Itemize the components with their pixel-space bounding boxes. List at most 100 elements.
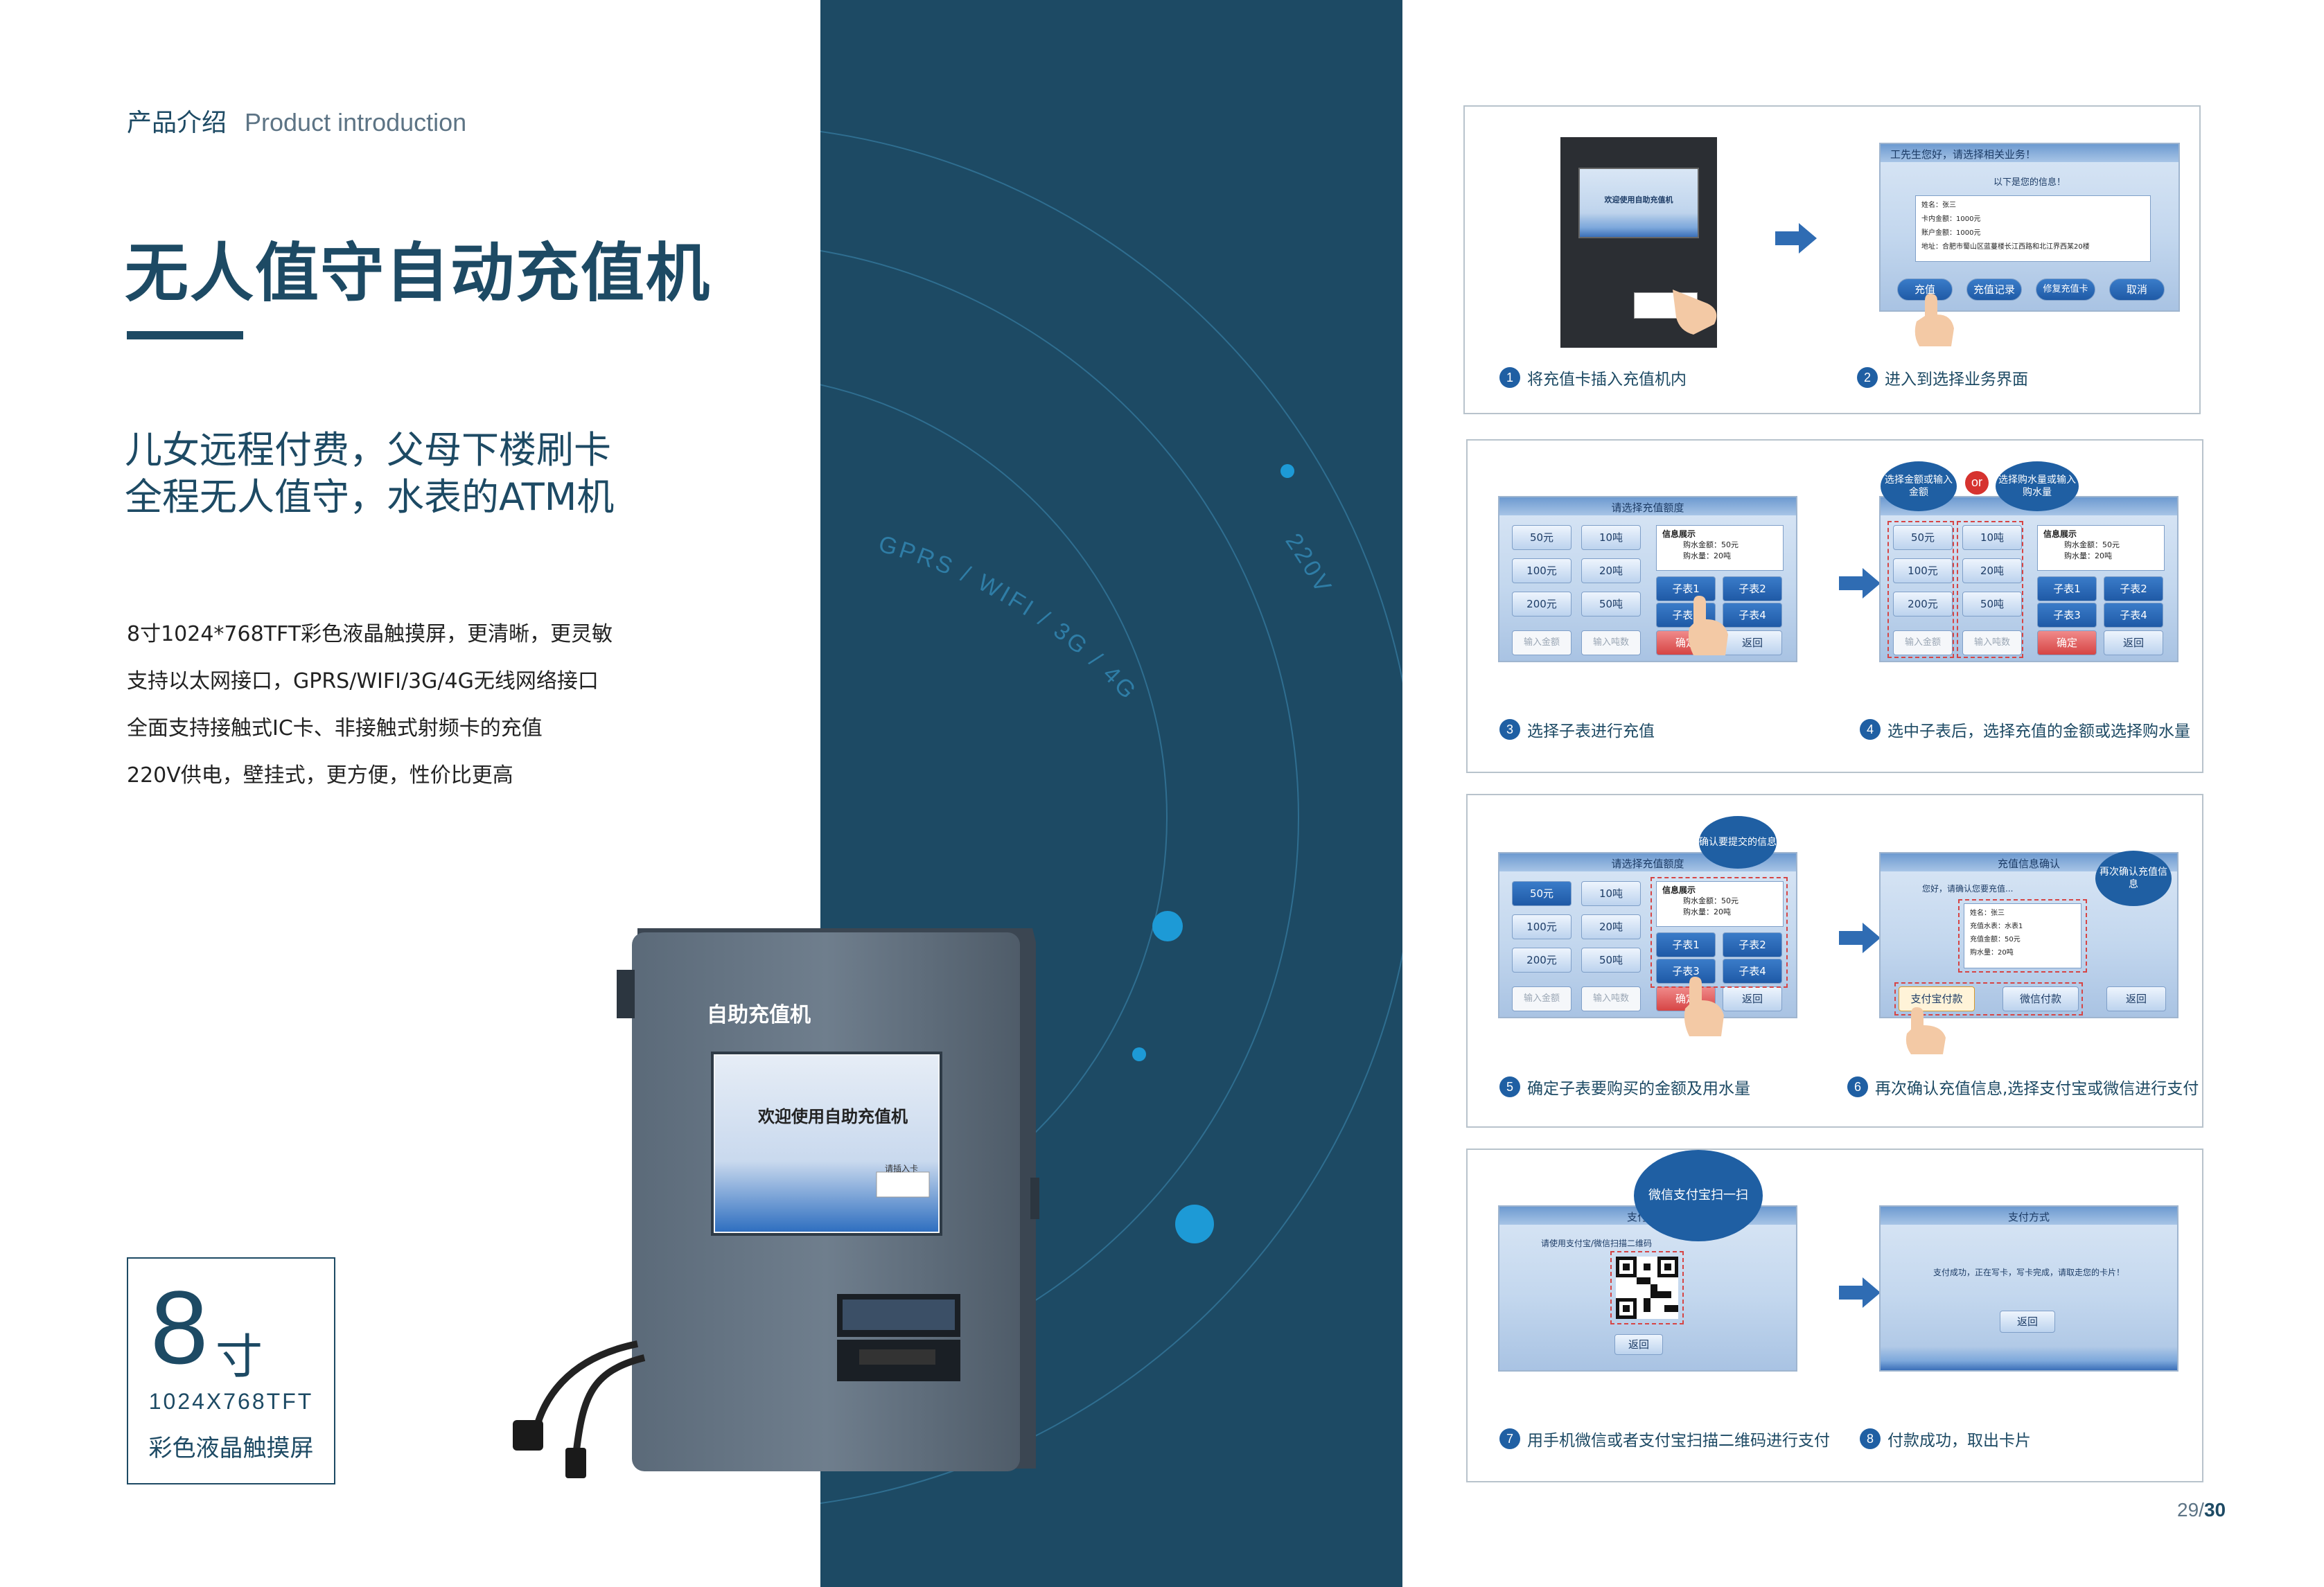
recharge-button[interactable]: 充值 [1897,278,1953,301]
amount-200-button[interactable]: 200元 [1512,592,1572,617]
hand-icon [1688,596,1728,655]
info-display-title: 信息展示 [2043,529,2077,539]
payment-success-message: 支付成功，正在写卡，写卡完成，请取走您的卡片！ [1933,1268,2124,1277]
back-button[interactable]: 返回 [1723,630,1782,655]
info-line: 账户金额：1000元 [1921,229,1981,237]
meter-4-button[interactable]: 子表4 [2104,603,2163,628]
meter-3-button[interactable]: 子表3 [2037,603,2097,628]
repair-card-button[interactable]: 修复充值卡 [2036,278,2095,301]
amount-100-button[interactable]: 100元 [1893,558,1953,583]
info-display-title: 信息展示 [1662,885,1696,895]
step5-screen: 请选择充值额度 50元 10吨 100元 20吨 200元 50吨 信息展示 购… [1498,852,1797,1018]
screen-header [1881,144,2178,162]
volume-10-button[interactable]: 10吨 [1581,881,1641,906]
volume-10-button[interactable]: 10吨 [1962,525,2022,550]
step-text: 用手机微信或者支付宝扫描二维码进行支付 [1527,1432,1830,1450]
volume-50-button[interactable]: 50吨 [1581,948,1641,973]
cancel-button[interactable]: 取消 [2109,278,2165,301]
meter-3-button[interactable]: 子表3 [1656,959,1716,984]
step6-prompt: 您好，请确认您要充值... [1922,884,2014,894]
back-button[interactable]: 返回 [1614,1334,1663,1355]
meter-2-button[interactable]: 子表2 [1723,932,1782,957]
info-line: 姓名：张三 [1921,202,1956,209]
volume-50-button[interactable]: 50吨 [1581,592,1641,617]
volume-50-button[interactable]: 50吨 [1962,592,2022,617]
screen-spec-box: 8 寸 1024X768TFT 彩色液晶触摸屏 [127,1257,335,1484]
back-button[interactable]: 返回 [1723,986,1782,1011]
arc-label-power: 220V [1280,529,1335,599]
step7-screen: 支付方式 请使用支付宝/微信扫描二维码 返回 [1498,1205,1797,1372]
screen-header [1881,1207,2177,1225]
svg-text:GPRS / WIFI / 3G / 4G: GPRS / WIFI / 3G / 4G [876,531,1143,706]
spec-description: 彩色液晶触摸屏 [148,1435,314,1462]
info-display: 信息展示 购水金额：50元 购水量：20吨 [1656,525,1784,571]
volume-20-button[interactable]: 20吨 [1962,558,2022,583]
step-panel-1-2: 欢迎使用自助充值机 工先生您好，请选择相关业务！ 以下是您的信息！ 姓名：张三 … [1463,105,2201,414]
recharge-history-button[interactable]: 充值记录 [1966,278,2022,301]
step-text: 进入到选择业务界面 [1885,371,2028,389]
info-line: 卡内金额：1000元 [1921,215,1981,223]
network-arc-graphic: GPRS / WIFI / 3G / 4G 220V [820,131,1402,1504]
confirm-button[interactable]: 确定 [2037,630,2097,655]
step-text: 再次确认充值信息,选择支付宝或微信进行支付 [1875,1080,2199,1098]
input-volume-field[interactable]: 输入吨数 [1581,986,1641,1011]
page-total: 30 [2203,1499,2226,1520]
highlight-amount-column [1887,521,1954,658]
info-display: 信息展示 购水金额：50元 购水量：20吨 [2037,525,2165,571]
step-number: 8 [1860,1428,1881,1449]
highlight-confirm-info [1958,899,2087,973]
meter-1-button[interactable]: 子表1 [1656,932,1716,957]
input-volume-field[interactable]: 输入吨数 [1581,630,1641,655]
bubble-confirm-info: 确认要提交的信息 [1699,816,1777,869]
step-panel-3-4: 请选择充值额度 50元 10吨 100元 20吨 200元 50吨 信息展示 购… [1466,439,2203,773]
meter-4-button[interactable]: 子表4 [1723,959,1782,984]
volume-10-button[interactable]: 10吨 [1581,525,1641,550]
step-text: 选择子表进行充值 [1527,722,1655,741]
feature-item: 支持以太网接口，GPRS/WIFI/3G/4G无线网络接口 [127,669,599,693]
arrow-right-icon [1839,568,1881,601]
step6-screen-title: 充值信息确认 [1997,858,2060,870]
input-amount-field[interactable]: 输入金额 [1512,630,1572,655]
amount-200-button[interactable]: 200元 [1512,948,1572,973]
step3-screen: 请选择充值额度 50元 10吨 100元 20吨 200元 50吨 信息展示 购… [1498,496,1797,662]
step2-screen-title: 工先生您好，请选择相关业务！ [1890,148,2036,161]
device-card-text: 请插入卡 [885,1164,919,1173]
step6-info-box: 姓名：张三 充值水表：水表1 充值金额：50元 购水量：20吨 [1964,903,2081,968]
step2-info-title: 以下是您的信息！ [1993,177,2066,188]
meter-1-button[interactable]: 子表1 [2037,576,2097,601]
alipay-button[interactable]: 支付宝付款 [1899,986,1975,1011]
step-text: 确定子表要购买的金额及用水量 [1527,1080,1750,1098]
wechat-pay-button[interactable]: 微信付款 [2002,986,2079,1011]
meter-1-button[interactable]: 子表1 [1656,576,1716,601]
input-amount-field[interactable]: 输入金额 [1893,630,1953,655]
step-caption: 6 再次确认充值信息,选择支付宝或微信进行支付 [1847,1075,2199,1099]
step5-screen-title: 请选择充值额度 [1611,858,1684,870]
input-amount-field[interactable]: 输入金额 [1512,986,1572,1011]
input-volume-field[interactable]: 输入吨数 [1962,630,2022,655]
step8-screen-title: 支付方式 [2007,1211,2050,1223]
amount-50-button[interactable]: 50元 [1512,881,1572,906]
meter-4-button[interactable]: 子表4 [1723,603,1782,628]
back-button[interactable]: 返回 [2106,986,2166,1011]
step8-screen: 支付方式 支付成功，正在写卡，写卡完成，请取走您的卡片！ 返回 [1879,1205,2178,1372]
amount-100-button[interactable]: 100元 [1512,914,1572,939]
arrow-right-icon [1775,223,1817,256]
svg-text:220V: 220V [1280,529,1337,599]
volume-20-button[interactable]: 20吨 [1581,914,1641,939]
amount-50-button[interactable]: 50元 [1512,525,1572,550]
amount-200-button[interactable]: 200元 [1893,592,1953,617]
meter-2-button[interactable]: 子表2 [2104,576,2163,601]
step3-screen-title: 请选择充值额度 [1611,502,1684,514]
step-number: 6 [1847,1076,1868,1097]
amount-100-button[interactable]: 100元 [1512,558,1572,583]
back-button[interactable]: 返回 [2104,630,2163,655]
info-line: 姓名：张三 [1970,910,2005,917]
screen-wave [1580,213,1698,237]
meter-2-button[interactable]: 子表2 [1723,576,1782,601]
amount-50-button[interactable]: 50元 [1893,525,1953,550]
back-button[interactable]: 返回 [2000,1311,2055,1333]
info-line: 购水量：20吨 [1683,907,1731,916]
volume-20-button[interactable]: 20吨 [1581,558,1641,583]
